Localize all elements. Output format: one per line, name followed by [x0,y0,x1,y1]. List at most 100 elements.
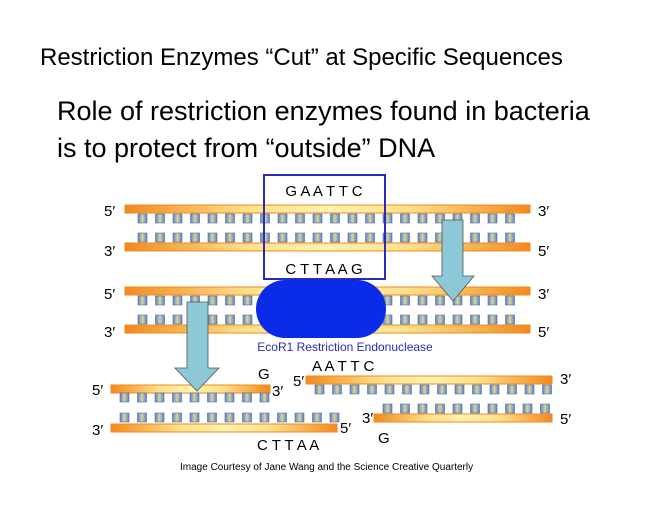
base-pair [400,314,410,325]
base-pair [400,232,410,243]
right-frag-bottom-5prime-label: 5′ [560,411,571,428]
base-pair [417,403,428,414]
recognition-site-box [263,174,386,280]
base-pair [349,384,360,395]
base-pair [472,384,482,395]
strand2-5prime-label: 5′ [538,243,549,260]
base-pair [540,403,550,414]
base-pair [259,412,270,423]
base-pair [347,232,358,243]
right-overhang-bottom: G [378,430,390,447]
base-pair [137,314,148,325]
base-pair [365,232,375,243]
base-pair [505,314,515,325]
base-pair [542,384,552,395]
base-pair [207,213,218,224]
base-pair [295,213,305,224]
base-pair [487,314,498,325]
base-pair [435,295,445,306]
base-pair [119,392,130,403]
base-pair [505,403,515,414]
base-pair [172,412,182,423]
base-pair [189,392,200,403]
base-pair [382,213,393,224]
base-pair [365,213,375,224]
image-credit: Image Courtesy of Jane Wang and the Scie… [180,462,474,473]
base-pair [487,403,498,414]
base-pair [225,295,235,306]
base-pair [155,232,165,243]
dna-strand [124,204,531,214]
base-pair [417,295,428,306]
base-pair [137,412,147,423]
base-pair [189,412,200,423]
left-frag-bottom-3prime-label: 3′ [92,422,103,439]
base-pair [507,384,517,395]
base-pair [242,314,253,325]
base-pair [295,232,305,243]
strand1-5prime-label: 5′ [104,203,115,220]
base-pair [137,232,148,243]
base-pair [137,295,148,306]
dna-strand [305,375,553,385]
down-arrow-left-icon [174,301,220,392]
base-pair [417,232,428,243]
base-pair [190,232,200,243]
base-pair [155,213,165,224]
base-pair [277,213,288,224]
base-pair [505,232,515,243]
base-pair [522,403,533,414]
base-pair [312,412,322,423]
base-pair [417,314,428,325]
base-pair [347,213,358,224]
right-overhang-top: A A T T C [312,358,374,375]
base-pair [242,213,253,224]
base-pair [470,232,480,243]
left-frag-bottom-5prime-label: 5′ [340,420,351,437]
base-pair [242,412,252,423]
recognition-sequence-top: G A A T T C [285,183,362,200]
base-pair [207,412,217,423]
dna-strand [373,413,553,423]
left-frag-5prime-label: 5′ [92,382,103,399]
base-pair [470,403,480,414]
base-pair [224,412,235,423]
base-pair [137,213,148,224]
base-pair [155,295,165,306]
base-pair [172,295,183,306]
dna-strand [124,242,531,252]
base-pair [505,295,515,306]
base-pair [402,384,412,395]
base-pair [294,412,305,423]
down-arrow-right-icon [431,219,475,302]
strand2-3prime-label: 3′ [104,243,115,260]
strand4-5prime-label: 5′ [538,324,549,341]
base-pair [119,412,130,423]
base-pair [524,384,535,395]
base-pair [452,314,463,325]
right-frag-3prime-label: 3′ [560,371,571,388]
base-pair [384,384,395,395]
base-pair [277,412,287,423]
base-pair [242,392,252,403]
subtitle-line-1: Role of restriction enzymes found in bac… [57,96,590,126]
base-pair [225,314,235,325]
base-pair [382,403,393,414]
strand3-5prime-label: 5′ [104,286,115,303]
left-overhang-top: G [258,366,270,383]
base-pair [259,392,270,403]
base-pair [487,295,498,306]
base-pair [225,232,235,243]
dna-strand [110,423,338,433]
base-pair [242,295,253,306]
enzyme-label: EcoR1 Restriction Endonuclease [257,340,433,354]
base-pair [454,384,465,395]
base-pair [452,403,463,414]
base-pair [172,314,183,325]
base-pair [400,213,410,224]
base-pair [207,314,218,325]
base-pair [277,232,288,243]
strand4-3prime-label: 3′ [104,324,115,341]
left-overhang-bottom: C T T A A [257,437,319,454]
